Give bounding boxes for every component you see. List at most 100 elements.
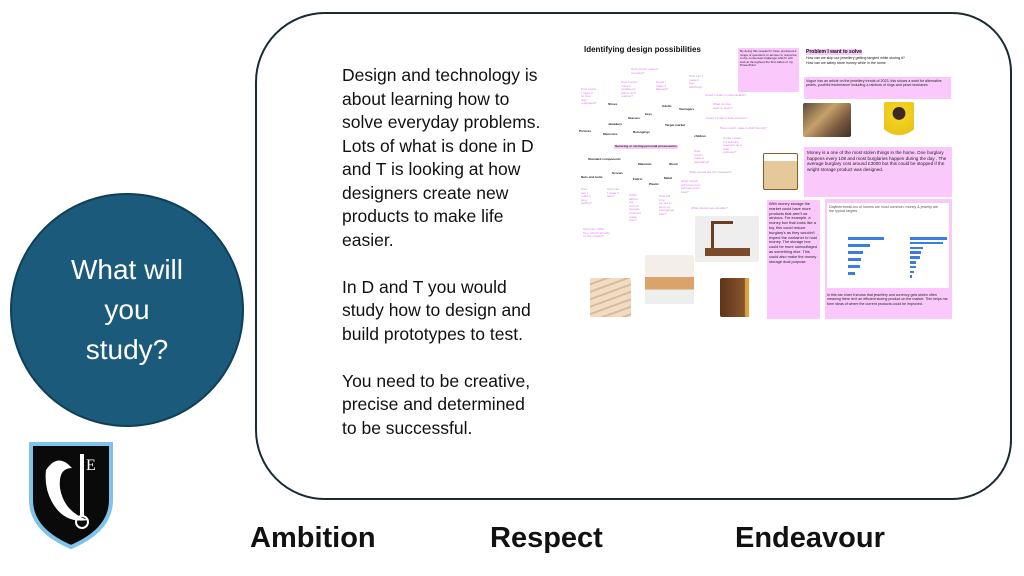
text-line: study how to design and [342,300,531,320]
mindmap-node: Wood [669,162,678,166]
text-line: about learning how to [342,88,510,109]
mindmap-question: How could I make it suitable for indoor … [621,80,638,99]
mindmap-node: Belongings [633,130,650,134]
thumbnail-bar [910,256,920,259]
jewellery-stand-photo [695,216,759,262]
circle-line: What will [70,254,183,285]
text-line: Design and technology is [342,65,538,85]
problem-line: How can we stop our jewellery getting ta… [806,56,905,60]
wooden-tray-photo [645,255,694,304]
mindmap-node: keys [645,112,652,116]
value-endeavour: Endeavour [735,522,885,554]
description-text: Design and technology is about learning … [342,64,540,464]
mindmap-question: How could I make it appealing? [694,149,710,164]
text-line: Lots of what is done in D [342,135,534,156]
circle-line: study? [85,334,169,365]
thumbnail-bar [910,246,923,250]
mindmap-question: What metals will protect my belonging th… [681,179,701,194]
mindmap-question: Could I make it dual purpose? [706,116,748,120]
mindmap-node: Materials [638,162,652,166]
chart-title: Daytime break-ins of homes are most comm… [829,205,939,214]
mindmap-question: How could I make it child friendly? [720,126,767,130]
what-will-you-study-circle: What will you study? [10,193,244,427]
mindmap-center: Securing or storing personal possessions [614,144,678,149]
mindmap-node: Pictures [579,129,592,133]
mindmap-question: What plastics are durable? [691,206,728,210]
mindmap-question: What do they want to store? [713,102,733,110]
text-line: to be successful. [342,417,473,438]
text-line: and T is looking at how [342,159,521,179]
text-line: designers create new [342,182,509,203]
mindmap-node: Plastic [649,182,659,186]
safe-box-photo [720,278,761,317]
mindmap-node: Screws [612,171,623,175]
school-crest-logo: E [29,442,113,550]
thumbnail-bar [910,237,947,240]
thumbnail-bar [910,251,921,254]
intro-box: By doing this research I have produced a… [738,48,799,92]
thumbnail-bar [848,258,861,261]
mindmap-node: Glasses [628,116,640,120]
problem-title: Problem I want to solve [806,49,862,55]
mindmap-question: Could I make it a learning resource as a… [723,136,742,155]
mindmap-node: Metal [664,176,672,180]
paragraph-study: In D and T you would study how to design… [342,276,540,347]
thumbnail-bar [910,265,916,269]
text-line: build prototypes to test. [342,323,523,344]
paragraph-intro: Design and technology is about learning … [342,64,540,252]
mindmap-node: Shoes [608,102,618,106]
money-fact-box: Money is a one of the most stolen things… [804,147,952,197]
thumbnail-bar [848,265,860,268]
rings-photo [803,103,851,137]
slide-title: Identifying design possibilities [584,45,701,54]
money-box-photo [763,153,798,190]
thumbnail-bar [910,261,916,264]
mindmap-question: How can I differ from what's already on … [583,227,610,239]
jewellery-model-photo [884,102,914,140]
mindmap-question: What woods are the cheapest? [689,170,732,174]
mindmap-node: Standard components [588,157,621,161]
mindmap-node: Memories [603,132,618,136]
mindmap-question: How could I make it so they stay untangl… [581,87,597,106]
thumbnail-bar [910,241,943,245]
mindmap-question: How will it be secure to keep my belongi… [659,194,674,216]
text-line: solve everyday problems. [342,112,541,132]
mindmap-node: Jewellery [608,122,622,126]
mindmap-node: Nuts and bolts [581,175,603,179]
chart-panel: Daytime break-ins of homes are most comm… [825,199,952,319]
thumbnail-bar [848,251,863,254]
mindmap-question: What fabrics are current storage product… [629,193,641,223]
mindmap-question: How can I make it eye-catching? [689,74,703,89]
vogue-box: Vogue has an article on the jewellery tr… [804,77,951,99]
money-storage-box: With money storage the market could have… [767,200,820,319]
mindmap-question: Could I make it flatpack? [656,80,669,92]
thumbnail-bar [848,237,884,240]
thumbnail-bar [848,244,870,247]
thumbnail-bar [910,270,914,274]
value-ambition: Ambition [250,522,376,554]
bar-chart-image: Daytime break-ins of homes are most comm… [827,203,949,288]
svg-text:E: E [86,457,96,474]
ring-stand-photo [590,278,631,317]
paragraph-qualities: You need to be creative, precise and det… [342,370,540,441]
mindmap-question: Could I make it customisable? [705,93,747,97]
mindmap-node: Adults [662,104,672,108]
mindmap-node: Teenagers [679,107,695,111]
problem-line: How can we safely store money while in t… [806,61,886,65]
text-line: easier. [342,229,394,250]
text-line: In D and T you would [342,276,507,297]
text-line: products to make life [342,206,504,226]
circle-line: you [104,294,150,325]
value-respect: Respect [490,522,603,554]
mindmap-question: How can I make it safe? [607,187,620,199]
content-frame [255,12,1012,500]
mindmap-question: How could I make it compact? [631,67,658,75]
mindmap-question: How can I make it long lasting? [581,187,592,206]
thumbnail-bar [910,275,912,278]
chart-caption: In this bar chart it shows that jeweller… [827,293,948,306]
mindmap-node: Fabric [633,177,643,181]
text-line: You need to be creative, [342,370,531,391]
mindmap-node: Target market [665,123,686,127]
mindmap-node: children [694,134,707,138]
text-line: precise and determined [342,394,525,414]
